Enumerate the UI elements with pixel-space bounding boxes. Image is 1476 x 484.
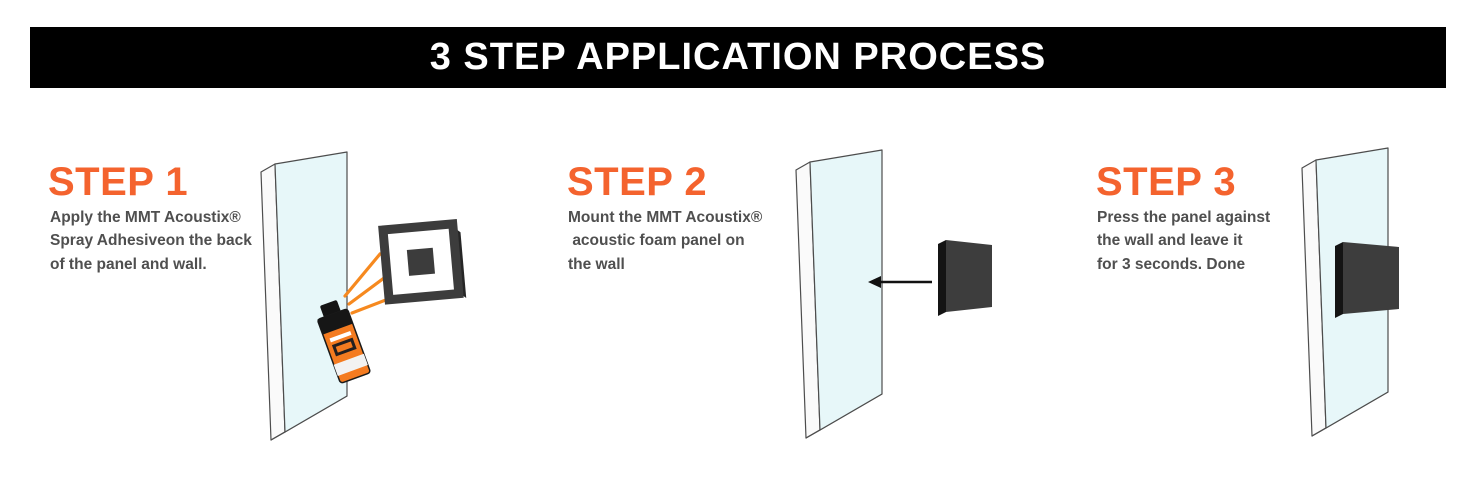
wall-front-face: [274, 151, 348, 433]
foam-panel-floating: [938, 240, 992, 316]
step-2-description: Mount the MMT Acoustix® acoustic foam pa…: [568, 209, 763, 273]
foam-panel-icon: [378, 219, 467, 305]
arrow-icon: [868, 276, 932, 288]
page-title: 3 STEP APPLICATION PROCESS: [429, 36, 1047, 78]
step-3-label: STEP 3: [1096, 160, 1237, 204]
step-1-description: Apply the MMT Acoustix® Spray Adhesiveon…: [50, 209, 252, 273]
spray-lines: [343, 252, 393, 315]
spray-can-icon: [317, 300, 371, 384]
step-2-label: STEP 2: [567, 160, 708, 204]
step-3-description: Press the panel against the wall and lea…: [1097, 209, 1271, 273]
step-3-illustration: [1301, 147, 1399, 437]
wall-illustration: [260, 151, 348, 441]
header-bar: 3 STEP APPLICATION PROCESS: [30, 27, 1446, 88]
mounted-panel-icon: [1335, 242, 1399, 318]
wall-illustration: [795, 149, 883, 439]
wall-front-face: [809, 149, 883, 431]
step-1-label: STEP 1: [48, 160, 189, 204]
step-2-illustration: [795, 149, 992, 439]
step-1-illustration: [260, 151, 467, 441]
